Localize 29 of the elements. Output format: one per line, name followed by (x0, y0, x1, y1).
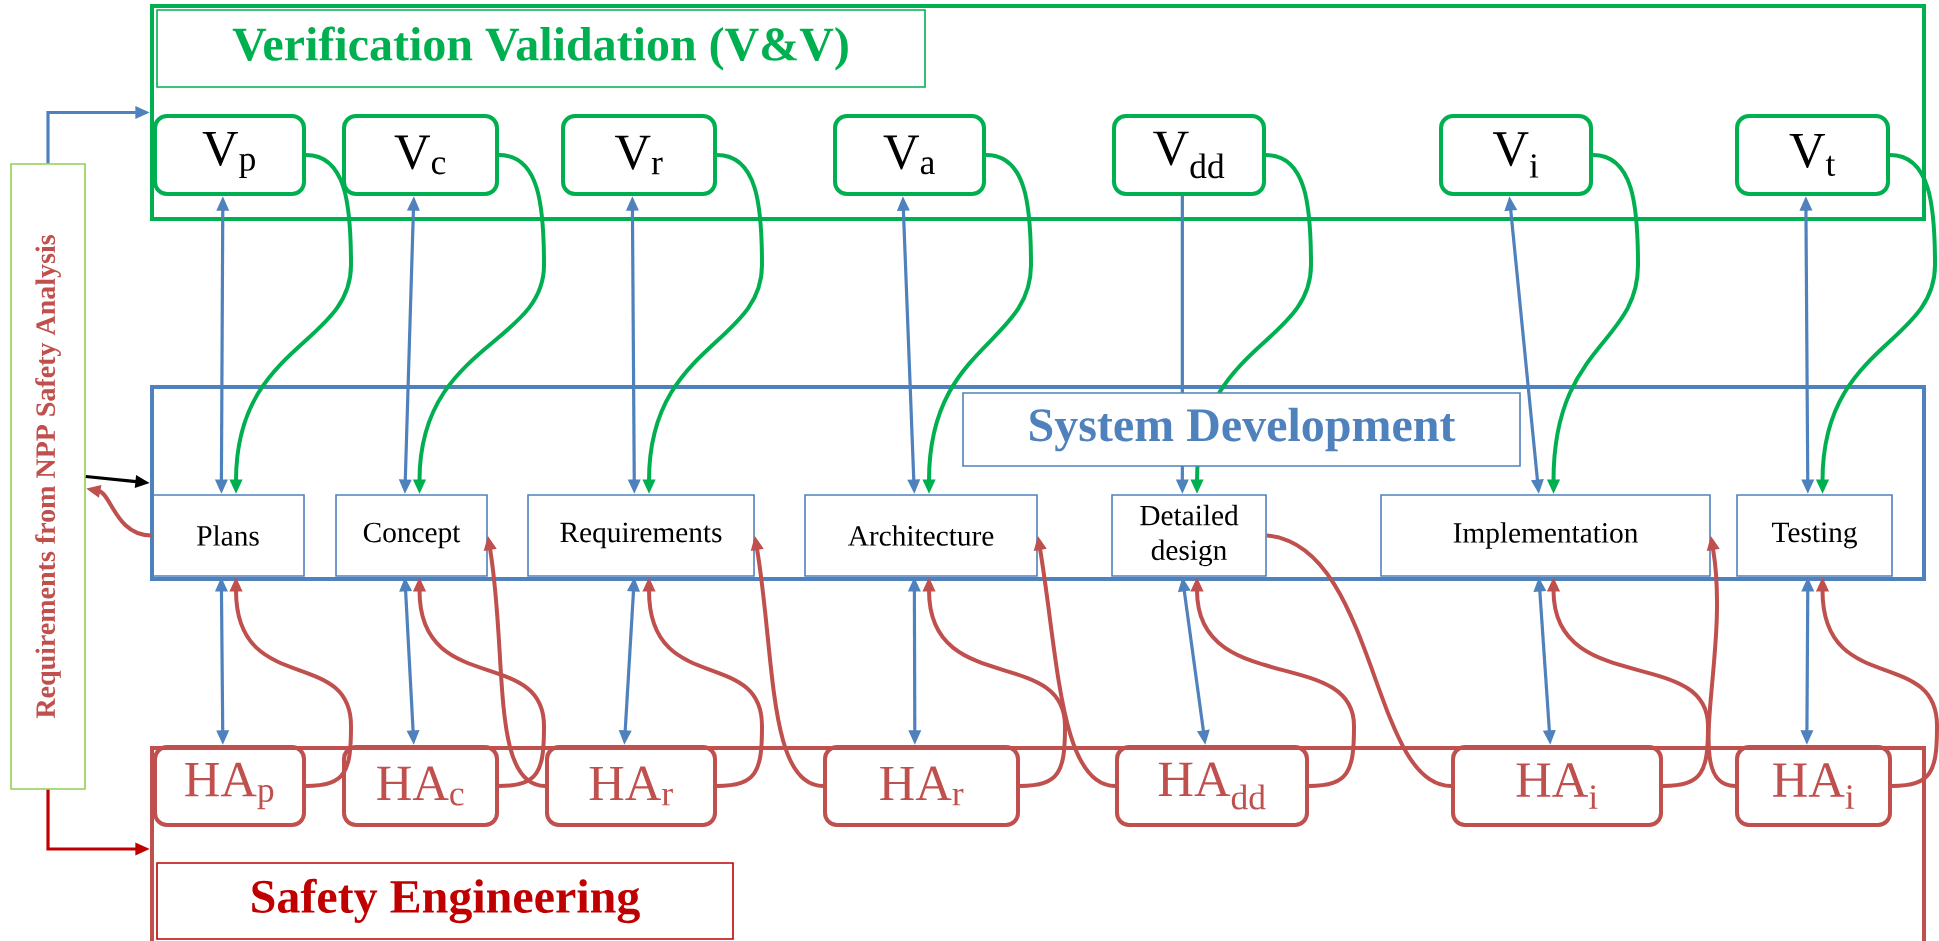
rounded-box: V$_{i}$ (1439, 114, 1593, 196)
rounded-box: HA$_{c}$ (342, 745, 499, 827)
process-box: Implementation (1380, 494, 1711, 577)
rounded-box: V$_{a}$ (833, 114, 986, 196)
section-heading: Verification Validation (V&V) (156, 9, 926, 88)
section-heading: System Development (962, 392, 1521, 467)
process-box: Testing (1736, 494, 1893, 577)
rounded-box: HA$_{p}$ (153, 745, 306, 827)
section-heading: Safety Engineering (156, 862, 734, 940)
rounded-box: V$_{t}$ (1735, 114, 1890, 196)
rounded-box: V$_{dd}$ (1112, 114, 1266, 196)
curved-line (1266, 533, 1452, 788)
process-box: Requirements (527, 494, 755, 577)
section-frame (150, 4, 1926, 221)
rounded-box: HA$_{r}$ (823, 745, 1020, 827)
rounded-box: V$_{c}$ (342, 114, 499, 196)
process-box: Concept (335, 494, 488, 577)
rounded-box: V$_{p}$ (153, 114, 306, 196)
requirements-box: Requirements from NPP Safety Analysis (10, 163, 86, 790)
rounded-box: V$_{r}$ (561, 114, 717, 196)
rounded-box: HA$_{i}$ (1735, 745, 1892, 827)
process-box: Plans (151, 494, 305, 577)
process-box: Architecture (804, 494, 1038, 577)
rounded-box: HA$_{r}$ (545, 745, 717, 827)
section-frame (150, 385, 1926, 581)
section-frame (150, 746, 1926, 941)
process-box: Detailed design (1111, 494, 1267, 577)
rounded-box: HA$_{dd}$ (1115, 745, 1309, 827)
rounded-box: HA$_{i}$ (1451, 745, 1663, 827)
